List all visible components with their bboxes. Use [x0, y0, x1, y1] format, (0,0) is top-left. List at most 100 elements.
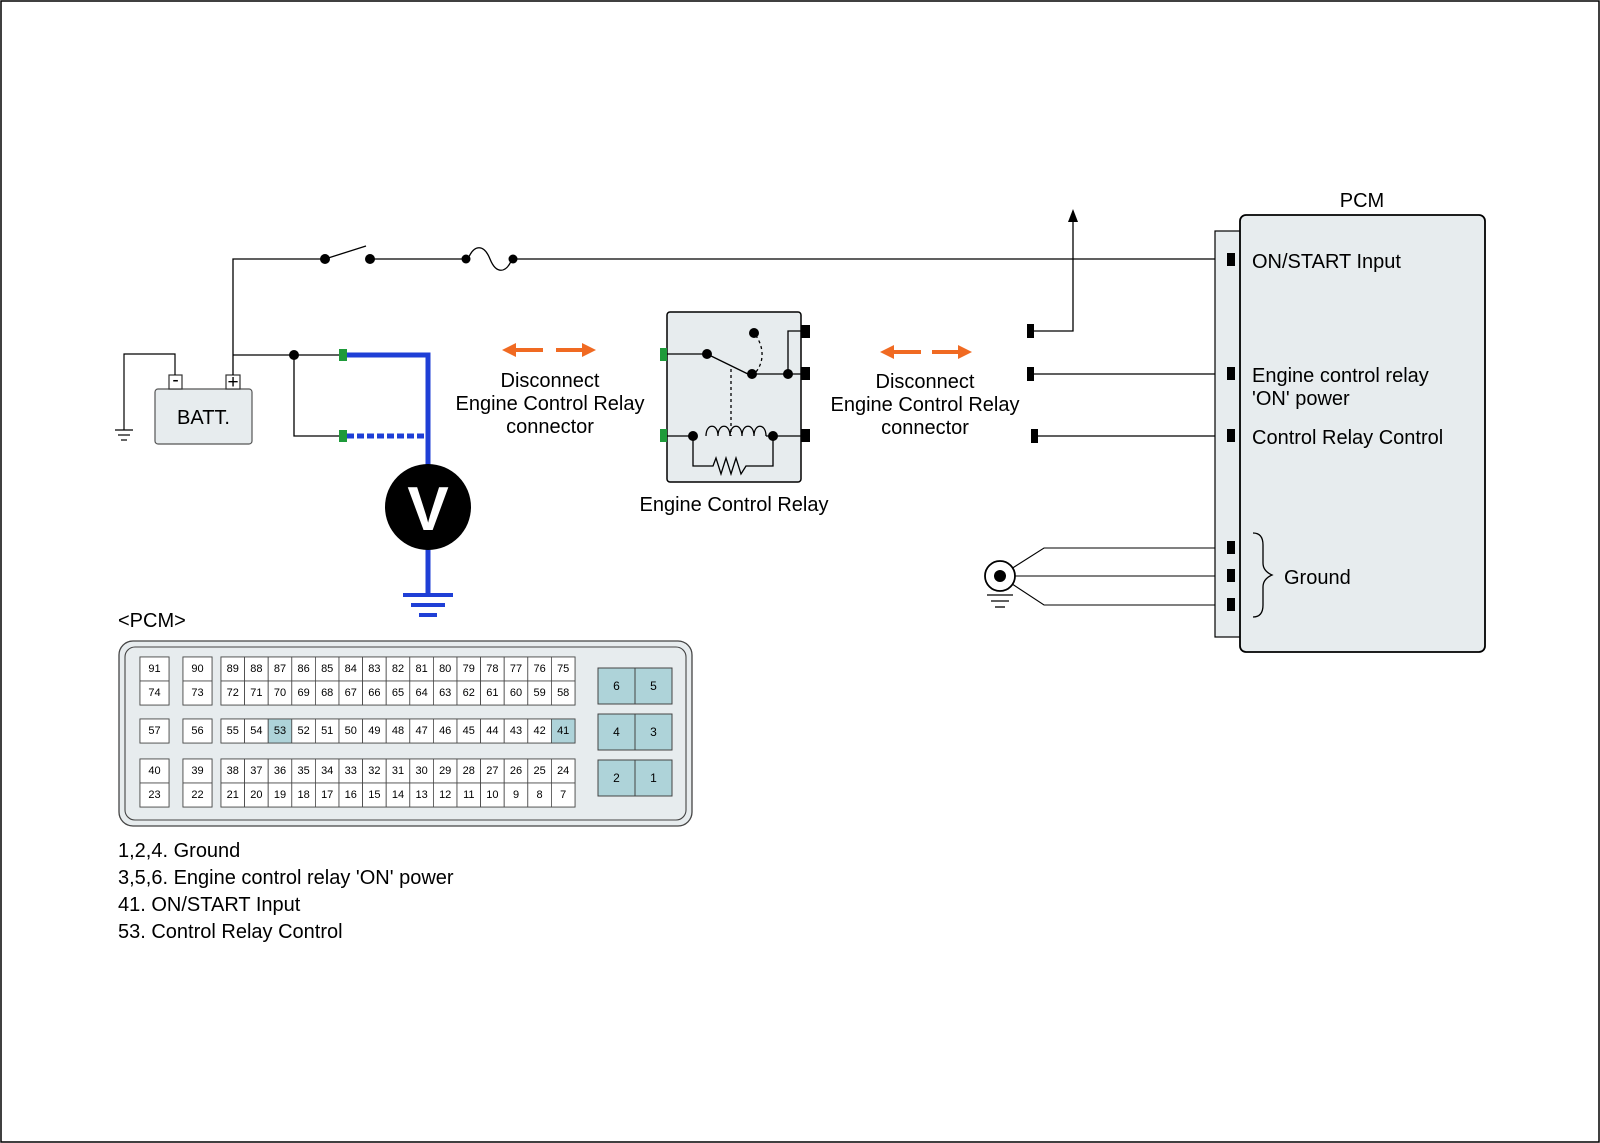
battery-bus-wire [233, 354, 341, 437]
connector-power-pin [597, 759, 636, 797]
connector-pin-label: 39 [191, 765, 203, 777]
connector-pin-label: 55 [227, 725, 239, 737]
disconnect-right-line1: Disconnect [876, 371, 975, 393]
connector-pin-label: 30 [415, 765, 427, 777]
connector-power-pin [634, 667, 673, 705]
connector-pin-label: 11 [463, 789, 474, 801]
connector-pin-label: 71 [250, 687, 262, 699]
connector-pin-label: 74 [148, 687, 160, 699]
connector-pin-label: 79 [463, 663, 475, 675]
legend-item: 1,2,4. Ground [118, 840, 240, 862]
legend-item: 53. Control Relay Control [118, 921, 343, 943]
connector-pin-cell [182, 718, 213, 744]
harness-terminal-3 [1031, 429, 1038, 443]
chassis-ground-symbol [984, 560, 1016, 608]
connector-pin-label: 46 [439, 725, 451, 737]
connector-pin-cell [182, 680, 213, 706]
harness-terminal-1 [1027, 324, 1034, 338]
connector-pin-label: 51 [321, 725, 333, 737]
connector-pin-label: 24 [557, 765, 569, 777]
connector-pin-label: 72 [227, 687, 239, 699]
connector-pin-label: 34 [321, 765, 333, 777]
connector-pin-label: 59 [533, 687, 545, 699]
connector-pin-label: 15 [368, 789, 380, 801]
connector-pin-label: 13 [415, 789, 427, 801]
connector-pin-label: 7 [560, 789, 566, 801]
connector-power-pin-label: 4 [613, 725, 620, 739]
connector-pin-label: 44 [486, 725, 498, 737]
voltmeter-ground-symbol [403, 593, 453, 617]
connector-pin-label: 57 [148, 725, 160, 737]
connector-pin-label: 76 [533, 663, 545, 675]
connector-pin-label: 84 [345, 663, 357, 675]
connector-power-pin-label: 5 [650, 679, 657, 693]
connector-pin-label: 20 [250, 789, 262, 801]
connector-pin-label: 67 [345, 687, 357, 699]
pcm-relay-power-label-2: 'ON' power [1252, 388, 1350, 410]
connector-pin-label: 43 [510, 725, 522, 737]
connector-power-pin [634, 759, 673, 797]
battery-ground-symbol [115, 353, 176, 441]
connector-pin-label: 77 [510, 663, 522, 675]
pin-legend: 1,2,4. Ground 3,5,6. Engine control rela… [118, 840, 454, 943]
legend-item: 41. ON/START Input [118, 894, 301, 916]
connector-pin-label: 49 [368, 725, 380, 737]
connector-pin-label: 61 [486, 687, 498, 699]
voltmeter-label: V [407, 475, 448, 544]
connector-pin-label: 54 [250, 725, 262, 737]
voltmeter: V [385, 464, 471, 550]
harness-terminal-2 [1027, 367, 1034, 381]
connector-pin-label: 19 [274, 789, 286, 801]
battery-minus-label: - [172, 370, 178, 391]
connector-pin-label: 17 [321, 789, 333, 801]
connector-pin-label: 53 [274, 725, 286, 737]
connector-pin-label: 23 [148, 789, 160, 801]
connector-pin-label: 75 [557, 663, 569, 675]
connector-title: <PCM> [118, 610, 186, 632]
connector-pin-cell [139, 680, 170, 706]
connector-pin-label: 31 [392, 765, 404, 777]
continuation-arrow [1068, 209, 1078, 222]
connector-pin-label: 90 [191, 663, 203, 675]
connector-pin-label: 40 [148, 765, 160, 777]
pcm-ground-label: Ground [1284, 567, 1351, 589]
connector-pin-label: 35 [297, 765, 309, 777]
disconnect-arrows-right [880, 345, 972, 359]
connector-pin-label: 87 [274, 663, 286, 675]
connector-pin-label: 52 [297, 725, 309, 737]
connector-power-pin [597, 713, 636, 751]
connector-pin-label: 56 [191, 725, 203, 737]
battery-label: BATT. [177, 407, 230, 429]
connector-pin-label: 32 [368, 765, 380, 777]
connector-power-pin [597, 667, 636, 705]
connector-pin-cell [139, 758, 170, 784]
fuse [461, 254, 518, 264]
connector-pin-cell [139, 718, 170, 744]
connector-pin-cell [551, 782, 576, 808]
connector-pin-label: 28 [463, 765, 475, 777]
connector-pin-label: 80 [439, 663, 451, 675]
connector-pin-label: 68 [321, 687, 333, 699]
connector-pin-label: 86 [297, 663, 309, 675]
connector-pin-label: 27 [486, 765, 498, 777]
connector-pin-cell [551, 718, 576, 744]
connector-pin-label: 83 [368, 663, 380, 675]
connector-pin-label: 12 [439, 789, 451, 801]
engine-control-relay [660, 311, 810, 483]
relay-label: Engine Control Relay [640, 494, 829, 516]
connector-pin-label: 21 [227, 789, 239, 801]
connector-pin-label: 62 [463, 687, 475, 699]
battery: - + BATT. [154, 370, 253, 445]
connector-pin-cell [182, 782, 213, 808]
connector-pin-label: 26 [510, 765, 522, 777]
connector-pin-label: 64 [415, 687, 427, 699]
connector-pin-label: 78 [486, 663, 498, 675]
connector-power-pin-label: 1 [650, 771, 657, 785]
connector-pin-label: 18 [297, 789, 309, 801]
connector-pin-label: 65 [392, 687, 404, 699]
connector-pin-label: 42 [533, 725, 545, 737]
connector-pin-cell [139, 782, 170, 808]
